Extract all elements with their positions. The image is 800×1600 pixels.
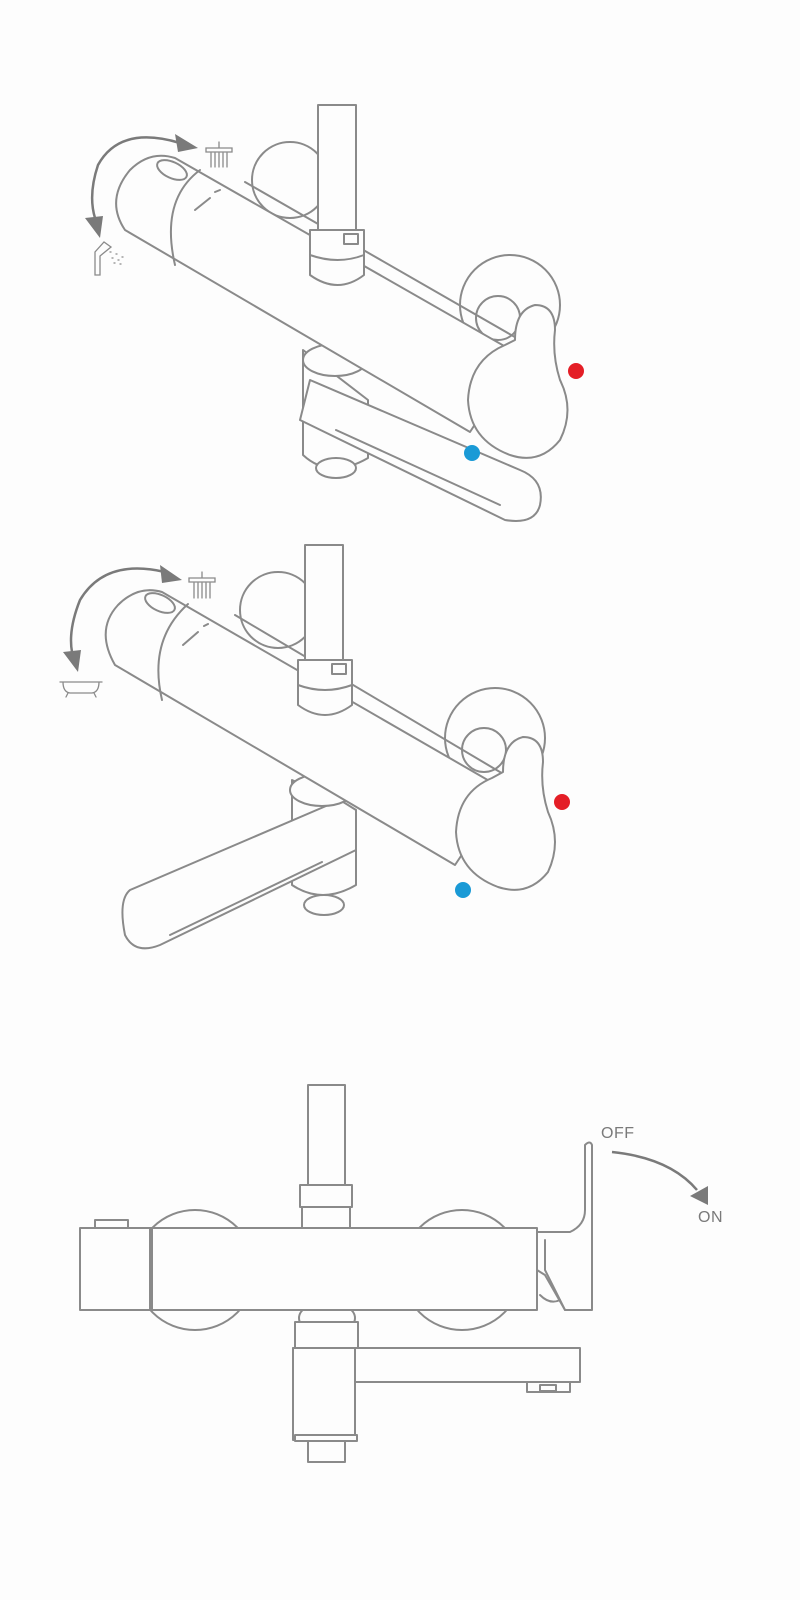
cold-indicator <box>455 882 471 898</box>
rotation-arrow-icon <box>90 136 181 219</box>
bathtub-icon <box>59 681 103 698</box>
mixer-lever <box>467 304 569 459</box>
on-label: ON <box>698 1209 723 1226</box>
cold-indicator <box>464 445 480 461</box>
diverter-button <box>156 159 188 181</box>
thermostatic-body <box>115 154 521 433</box>
riser-pipe <box>307 1084 346 1186</box>
off-label: OFF <box>601 1125 635 1142</box>
figure-bath-mode <box>59 544 570 950</box>
bath-spout <box>299 343 542 522</box>
figure-front-view <box>79 1084 708 1463</box>
riser-pipe <box>317 104 357 236</box>
rotation-arrow-icon <box>69 567 166 653</box>
figure-shower-mode <box>85 104 584 522</box>
overhead-shower-icon <box>188 571 216 599</box>
overhead-shower-icon <box>205 141 233 168</box>
wall-flange-left <box>251 141 329 219</box>
hand-shower-icon <box>94 241 125 276</box>
rotation-arrow-icon <box>611 1150 698 1191</box>
hot-indicator <box>568 363 584 379</box>
mixer-lever <box>536 1141 593 1311</box>
diverter-button <box>94 1219 129 1229</box>
spout-collar <box>294 1321 359 1349</box>
bath-spout <box>121 773 357 950</box>
hot-indicator <box>554 794 570 810</box>
thermostatic-body <box>79 1227 538 1311</box>
